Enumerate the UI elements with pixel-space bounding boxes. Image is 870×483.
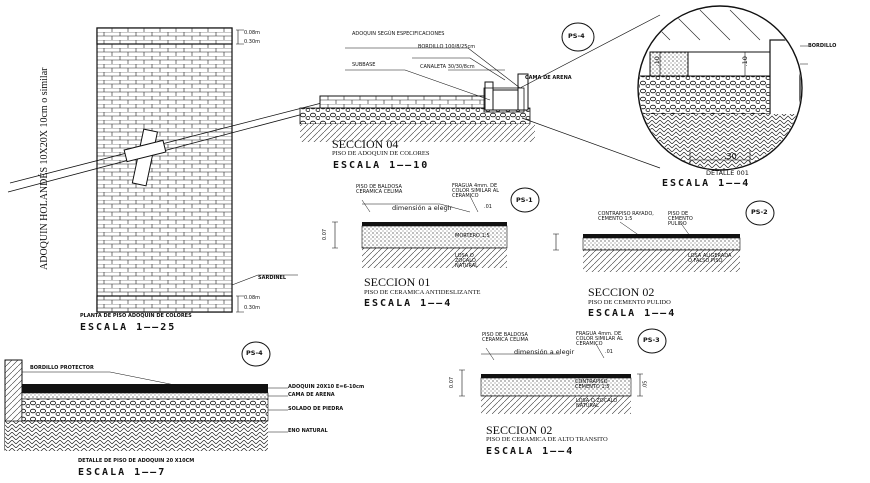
sec02b-tag: PS-3 (643, 336, 660, 344)
sec02b-dim-r: .01 (605, 349, 613, 355)
sec04-label-subbase: SUBBASE (352, 62, 376, 68)
detailA-label-eno: ENO NATURAL (288, 428, 328, 434)
plan-scale: ESCALA 1——25 (80, 322, 177, 333)
sec01-dim-r: .01 (484, 204, 492, 210)
detail-001-graphic (637, 5, 808, 171)
detail01-dim-b: .10 (740, 56, 749, 67)
sec02b-subtitle: PISO DE CERAMICA DE ALTO TRANSITO (486, 436, 608, 443)
sec01-layer-mid: MORTERO 1:5 (455, 233, 490, 239)
sec01-tag: PS-1 (516, 196, 533, 204)
sec02a-note-left: CONTRAPISO RAYADO, CEMENTO 1:5 (598, 211, 654, 222)
sec01-title: SECCION 01 (364, 275, 431, 289)
section-02b-graphic (459, 328, 667, 414)
sec02b-layer-mid: CONTRAPISO CEMENTO 1:5 (575, 379, 610, 390)
sec04-title: SECCION 04 (332, 137, 399, 151)
sec02a-note-right: PISO DE CEMENTO PULIDO (668, 211, 693, 227)
detailA-label-solado: SOLADO DE PIEDRA (288, 406, 344, 412)
sec02a-title: SECCION 02 (588, 285, 655, 299)
sec04-scale: ESCALA 1——10 (333, 160, 430, 171)
plan-title: PLANTA DE PISO ADOQUIN DE COLORES (80, 313, 192, 319)
plan-dim-top-2: 0.30m (244, 39, 261, 45)
section-04-tag-bubble (561, 22, 595, 52)
sec02b-scale: ESCALA 1——4 (486, 446, 575, 457)
detail-adoquin-graphic (4, 341, 271, 451)
detailA-label-bordillo: BORDILLO PROTECTOR (30, 365, 94, 371)
sec01-layer-low: LOSA O ZOCALO NATURAL (455, 253, 478, 269)
detail01-dim-c: .30 (724, 152, 737, 161)
sec02b-title: SECCION 02 (486, 423, 553, 437)
sec04-label-bordillo: BORDILLO 100/8/25cm (418, 44, 476, 50)
plan-dim-bot-2: 0.30m (244, 305, 261, 311)
sec01-subtitle: PISO DE CERAMICA ANTIDESLIZANTE (364, 289, 481, 296)
sec02b-dim-h: 0.07 (449, 376, 456, 389)
section-04-graphic (299, 14, 661, 169)
sec04-tag: PS-4 (568, 32, 585, 40)
detail01-title: DETALLE 001 (706, 169, 749, 177)
detailA-title: DETALLE DE PISO DE ADOQUIN 20 X10CM (78, 458, 195, 464)
sec01-dim-text: dimensión a elegir (392, 204, 453, 212)
plan-brick-panel (7, 27, 346, 313)
section-02a-graphic (553, 200, 775, 272)
section-01-graphic (332, 187, 540, 268)
sec01-note-right: FRAGUA 4mm. DE COLOR SIMILAR AL CERAMICO (452, 183, 500, 199)
sec01-dim-h: 0.07 (322, 228, 329, 241)
sec01-note-left: PISO DE BALDOSA CERAMICA CELIMA (356, 184, 403, 195)
detail01-dim-a: .10 (652, 56, 661, 67)
sec02b-note-right: FRAGUA 4mm. DE COLOR SIMILAR AL CERAMICO (576, 331, 624, 347)
detailA-label-adoquin: ADOQUIN 20X10 E=6-10cm (288, 384, 365, 390)
plan-dim-top-1: 0.08m (244, 30, 261, 36)
sec02b-dim-text: dimensión a elegir (514, 348, 575, 356)
sec02a-subtitle: PISO DE CEMENTO PULIDO (588, 299, 671, 306)
detailA-label-cama: CAMA DE ARENA (288, 392, 335, 398)
sec04-label-cama: CAMA DE ARENA (525, 75, 572, 81)
sec04-subtitle: PISO DE ADOQUIN DE COLORES (332, 150, 430, 157)
detail01-scale: ESCALA 1——4 (662, 178, 751, 189)
sec02a-layer-low: LOSA ALIGERADA O FALSO PISO (688, 253, 732, 264)
sec02b-note-left: PISO DE BALDOSA CERAMICA CELIMA (482, 332, 529, 343)
plan-callout: SARDINEL (258, 275, 287, 281)
plan-vertical-label: ADOQUIN HOLANDÉS 10X20X 10cm o similar (39, 67, 50, 270)
sec02b-layer-low: LOSA O ZOCALO NATURAL (576, 398, 618, 409)
detailA-tag: PS-4 (246, 349, 263, 357)
sec04-label-adoquin: ADOQUIN SEGÚN ESPECIFICACIONES (352, 31, 445, 37)
sec04-label-canaleta: CANALETA 30/30/8cm (420, 64, 475, 70)
sec02b-dim-side: .05 (642, 380, 649, 389)
detailA-scale: ESCALA 1——7 (78, 467, 167, 478)
sec01-scale: ESCALA 1——4 (364, 298, 453, 309)
sec02a-scale: ESCALA 1——4 (588, 308, 677, 319)
detail01-label-bordillo: BORDILLO (808, 43, 837, 49)
sec02a-tag: PS-2 (751, 208, 768, 216)
plan-dim-bot-1: 0.08m (244, 295, 261, 301)
